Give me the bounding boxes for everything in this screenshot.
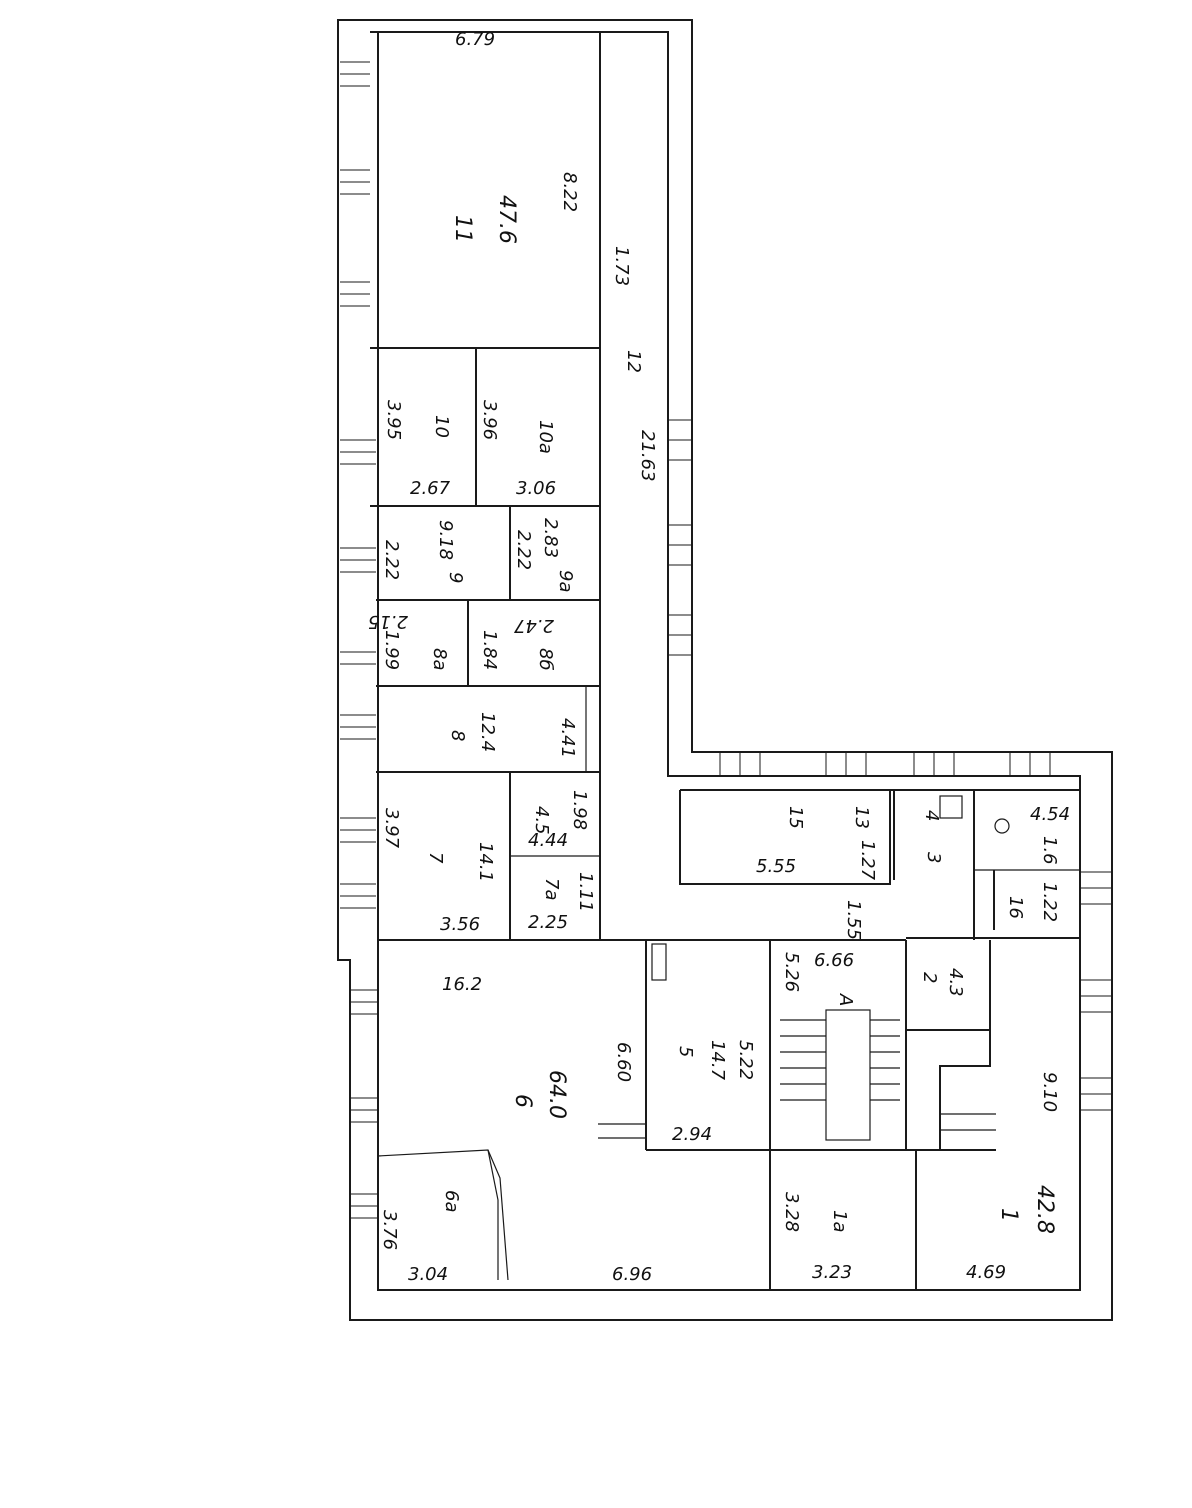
room-area: 4.3 xyxy=(945,968,966,997)
room-number: 1a xyxy=(829,1210,850,1232)
dimension: 1.11 xyxy=(575,872,596,912)
dimension: 3.04 xyxy=(408,1264,448,1285)
room-number: 8 xyxy=(447,730,468,741)
dimension: 4.5 xyxy=(531,806,552,835)
dimension: 1.55 xyxy=(843,900,864,940)
dimension: 5.22 xyxy=(735,1040,756,1080)
windows-right xyxy=(668,419,1112,1111)
dimension: 2.83 xyxy=(540,518,561,558)
dimension: 6.66 xyxy=(814,950,854,971)
dimension: 3.76 xyxy=(379,1210,400,1250)
dimension: 2.22 xyxy=(381,540,402,580)
dimension: 3.95 xyxy=(383,400,404,440)
room-number: 13 xyxy=(851,806,872,829)
dimension: 2.22 xyxy=(513,530,534,570)
room-number: 12 xyxy=(623,350,644,373)
dimension: 3.96 xyxy=(479,400,500,440)
dimension: 3.28 xyxy=(781,1192,802,1232)
dimension: 4.41 xyxy=(557,718,578,758)
partitions xyxy=(370,31,1080,1290)
room-number: 8a xyxy=(429,648,450,670)
dimension: 2.94 xyxy=(672,1124,712,1145)
room-area: 14.1 xyxy=(475,842,496,882)
dimension: 8.22 xyxy=(559,172,580,212)
room-number: 10 xyxy=(431,415,452,438)
room-area: 64.0 xyxy=(544,1070,569,1119)
dimension: 1.73 xyxy=(611,246,632,286)
room-area: 9.18 xyxy=(435,520,456,560)
dimension: 6.60 xyxy=(613,1042,634,1082)
dimension: 1.6 xyxy=(1039,836,1060,865)
room-number: 10a xyxy=(535,420,556,454)
dimension: 9.10 xyxy=(1039,1072,1060,1112)
dimension: 2.25 xyxy=(528,912,568,933)
dimension: 5.55 xyxy=(756,856,796,877)
windows-left xyxy=(340,61,378,1219)
dimension: 16.2 xyxy=(442,974,482,995)
room-number: A xyxy=(835,993,856,1006)
dimension: 4.44 xyxy=(528,830,568,851)
room-number: 9a xyxy=(555,570,576,592)
room-number: 7a xyxy=(541,878,562,900)
dimension: 6.96 xyxy=(612,1264,652,1285)
room-number: 11 xyxy=(450,215,475,243)
dimension: 3.06 xyxy=(516,478,556,499)
dimension: 1.27 xyxy=(857,840,878,881)
room-number: 7 xyxy=(425,852,446,864)
room-number: 2 xyxy=(919,972,940,983)
dimension: 3.23 xyxy=(812,1262,852,1283)
dimension: 2.67 xyxy=(410,478,451,499)
dimension: 6.79 xyxy=(455,29,495,50)
dimension: 1.99 xyxy=(381,630,402,670)
dimension: 21.63 xyxy=(637,430,658,482)
dimension-labels: 6.79 8.22 1.73 3.95 2.67 3.96 3.06 21.63… xyxy=(368,29,1070,1285)
room-number: 15 xyxy=(785,806,806,829)
dimension: 3.56 xyxy=(440,914,480,935)
dimension: 4.54 xyxy=(1030,804,1070,825)
room-area: 42.8 xyxy=(1032,1185,1057,1234)
room-number: 1 xyxy=(996,1208,1021,1222)
dimension: 4.69 xyxy=(966,1262,1006,1283)
dimension: 3.97 xyxy=(381,808,402,849)
room-number: 9 xyxy=(445,572,466,583)
room-number: 5 xyxy=(675,1046,696,1057)
room-area: 47.6 xyxy=(494,195,519,244)
dimension: 2.47 xyxy=(513,615,554,636)
room-number: 6a xyxy=(441,1190,462,1212)
dimension: 2.15 xyxy=(368,611,408,632)
dimension: 1.98 xyxy=(569,790,590,830)
room-number: 3 xyxy=(923,852,944,863)
room-number: 4 xyxy=(921,810,942,821)
room-labels: 11 47.6 12 10 10a 9 9.18 9a 8 12.4 8a 8б… xyxy=(425,195,1057,1234)
room-number: 8б xyxy=(535,648,556,671)
room-number: 16 xyxy=(1005,896,1026,919)
dimension: 1.84 xyxy=(479,630,500,670)
dimension: 1.22 xyxy=(1039,882,1060,922)
room-area: 12.4 xyxy=(477,712,498,752)
room-area: 14.7 xyxy=(707,1040,728,1081)
room-number: 6 xyxy=(510,1094,535,1108)
dimension: 5.26 xyxy=(781,952,802,992)
